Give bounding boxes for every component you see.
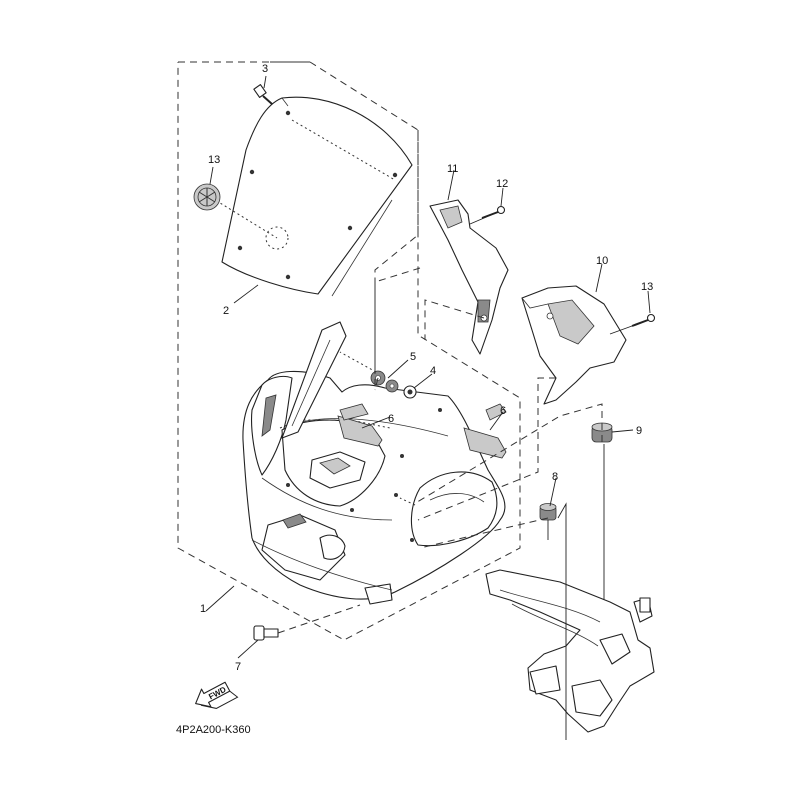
windscreen [211,96,413,297]
emblem-location [265,226,289,250]
callout-6-right: 6 [500,405,506,417]
screen-hole [392,172,398,178]
bolt-8 [253,625,279,641]
callout-12: 11 [447,163,458,175]
callout-13-left: 12 [496,178,508,190]
screen-hole [249,169,255,175]
cowling-stay [485,569,655,733]
callout-3: 3 [262,63,268,75]
screw-13-right [631,313,656,327]
cowling-damper-right [463,403,507,459]
collar-4 [403,385,417,399]
assembly-boundary-inner [374,130,419,390]
leader-lines [205,75,651,659]
callout-13-right: 13 [641,281,653,293]
assembly-boundary-outer [177,61,521,641]
collar-9 [539,503,557,521]
callout-9: 8 [552,471,558,483]
callout-8: 7 [235,661,241,673]
callout-6-left: 6 [388,413,394,425]
screen-screw [253,84,273,105]
callout-4: 4 [430,365,436,377]
side-molding [281,321,347,439]
bracket-12 [429,199,509,355]
yamaha-emblem [193,183,221,211]
callout-7: 13 [208,154,220,166]
callout-5: 5 [410,351,416,363]
fwd-arrow: FWD [195,681,239,709]
screen-hole [285,110,291,116]
screen-hole [237,245,243,251]
screw-13-left [481,205,506,219]
callout-10: 9 [636,425,642,437]
cowling-damper-left [337,403,383,447]
callout-1: 1 [200,603,206,615]
callout-labels: 3 13 2 11 12 10 13 5 4 6 6 9 8 1 7 [200,63,653,673]
assembly-lines [277,211,633,740]
bracket-11 [521,285,627,405]
screen-hole [347,225,353,231]
front-cowling [242,370,506,605]
callout-11: 10 [596,255,608,267]
callout-2: 2 [223,305,229,317]
screen-hole [285,274,291,280]
drawing-code: 4P2A200-K360 [176,724,251,736]
